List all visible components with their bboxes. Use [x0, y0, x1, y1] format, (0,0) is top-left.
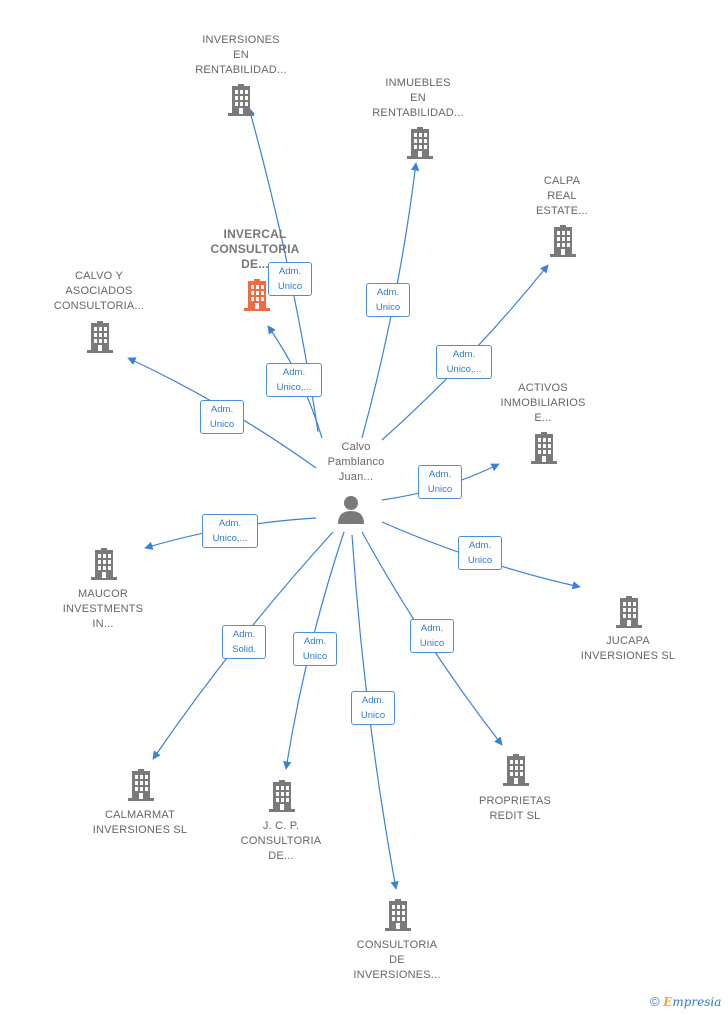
- edge-role-label[interactable]: Adm. Unico,...: [202, 514, 258, 548]
- edge-role-label[interactable]: Adm. Unico: [418, 465, 462, 499]
- building-icon[interactable]: [83, 320, 117, 354]
- building-icon[interactable]: [527, 431, 561, 465]
- empresia-logo: © Empresia: [650, 994, 721, 1009]
- edge-role-label[interactable]: Adm. Unico: [268, 262, 312, 296]
- company-label[interactable]: MAUCOR INVESTMENTS IN...: [62, 588, 144, 630]
- building-icon[interactable]: [224, 83, 258, 117]
- edge-role-label[interactable]: Adm. Solid.: [222, 625, 266, 659]
- building-icon[interactable]: [381, 898, 415, 932]
- company-label[interactable]: CALVO Y ASOCIADOS CONSULTORIA...: [53, 270, 145, 312]
- company-label[interactable]: JUCAPA INVERSIONES SL: [580, 635, 676, 662]
- edge-role-label[interactable]: Adm. Unico: [200, 400, 244, 434]
- company-label[interactable]: J. C. P. CONSULTORIA DE...: [240, 820, 322, 862]
- company-label[interactable]: INMUEBLES EN RENTABILIDAD...: [372, 77, 464, 119]
- building-icon[interactable]: [499, 753, 533, 787]
- company-label[interactable]: INVERCAL CONSULTORIA DE...: [210, 227, 300, 271]
- building-icon[interactable]: [612, 595, 646, 629]
- company-label[interactable]: ACTIVOS INMOBILIARIOS E...: [500, 382, 586, 424]
- building-icon[interactable]: [546, 224, 580, 258]
- edge-role-label[interactable]: Adm. Unico: [351, 691, 395, 725]
- company-label[interactable]: INVERSIONES EN RENTABILIDAD...: [195, 34, 287, 76]
- building-icon[interactable]: [265, 779, 299, 813]
- brand-name: mpresia: [672, 995, 722, 1009]
- company-label[interactable]: CALMARMAT INVERSIONES SL: [92, 809, 188, 836]
- edge-role-label[interactable]: Adm. Unico: [410, 619, 454, 653]
- edge-role-label[interactable]: Adm. Unico,...: [436, 345, 492, 379]
- company-label[interactable]: CONSULTORIA DE INVERSIONES...: [353, 939, 441, 981]
- edge-role-label[interactable]: Adm. Unico: [458, 536, 502, 570]
- building-icon[interactable]: [124, 768, 158, 802]
- edge-role-label[interactable]: Adm. Unico,...: [266, 363, 322, 397]
- building-icon[interactable]: [240, 278, 274, 312]
- edge-role-label[interactable]: Adm. Unico: [366, 283, 410, 317]
- company-label[interactable]: PROPRIETAS REDIT SL: [478, 795, 552, 822]
- copyright-symbol: ©: [650, 994, 660, 1009]
- person-icon[interactable]: [338, 496, 364, 524]
- company-label[interactable]: CALPA REAL ESTATE...: [535, 175, 589, 217]
- edge-role-label[interactable]: Adm. Unico: [293, 632, 337, 666]
- building-icon[interactable]: [403, 126, 437, 160]
- brand-initial: E: [663, 995, 673, 1009]
- building-icon[interactable]: [87, 547, 121, 581]
- center-person-label[interactable]: Calvo Pamblanco Juan...: [327, 441, 385, 483]
